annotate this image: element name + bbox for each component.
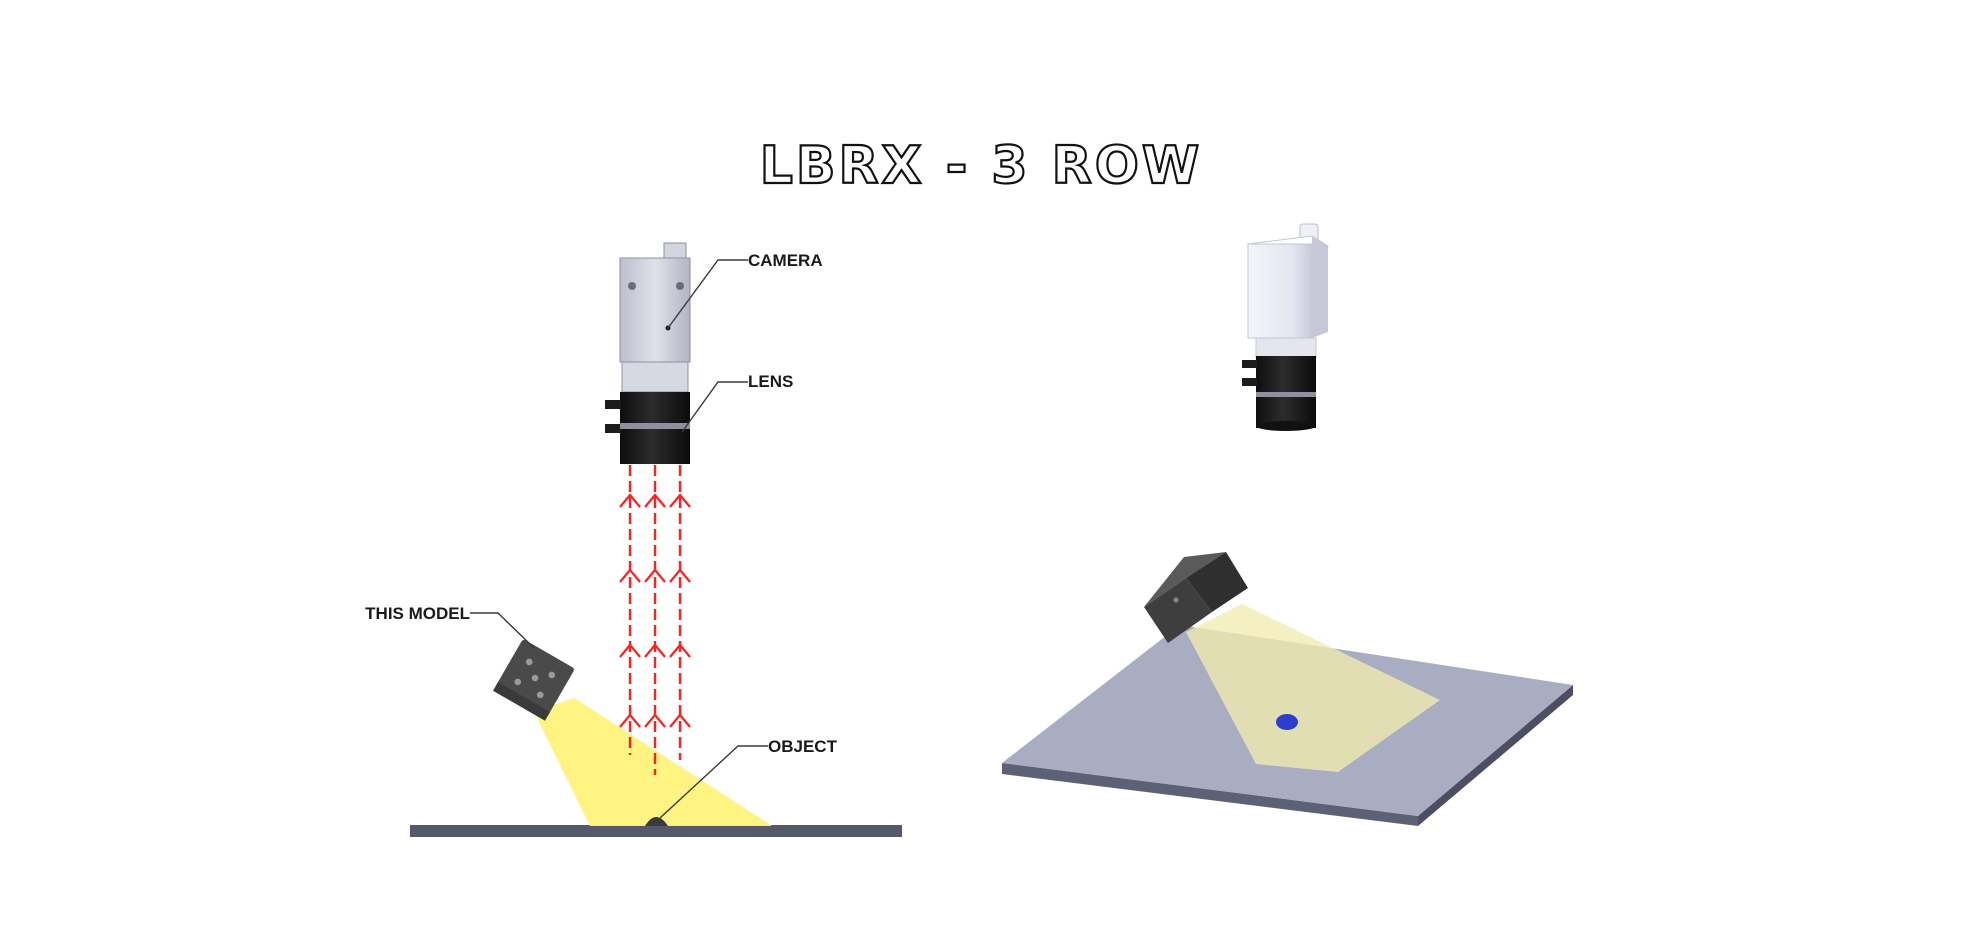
plate-edge	[1002, 763, 1418, 826]
this-model-light	[493, 639, 574, 721]
camera-3d	[1246, 223, 1330, 359]
light-cone	[534, 698, 772, 826]
base-plate	[410, 825, 902, 837]
callout-this-model: THIS MODEL	[365, 604, 535, 649]
lens-3d	[1242, 356, 1316, 431]
object	[645, 817, 668, 826]
object-3d	[1276, 714, 1298, 730]
callout-object: OBJECT	[659, 737, 838, 819]
light-cone-3d	[1186, 604, 1440, 772]
side-view-diagram: CAMERA LENS THIS MODEL OBJECT	[365, 242, 902, 837]
callout-camera: CAMERA	[667, 251, 823, 329]
lens	[605, 392, 690, 464]
page-title: LBRX - 3 ROW	[760, 136, 1203, 196]
reflected-beams	[619, 465, 691, 775]
callout-lens: LENS	[681, 372, 793, 433]
camera-label: CAMERA	[748, 251, 823, 270]
object-label: OBJECT	[768, 737, 838, 756]
camera	[619, 242, 691, 393]
lens-label: LENS	[748, 372, 793, 391]
light-unit-3d	[1144, 552, 1248, 643]
this-model-label: THIS MODEL	[365, 604, 470, 623]
isometric-view	[1002, 223, 1573, 826]
plate-edge-right	[1418, 685, 1573, 826]
